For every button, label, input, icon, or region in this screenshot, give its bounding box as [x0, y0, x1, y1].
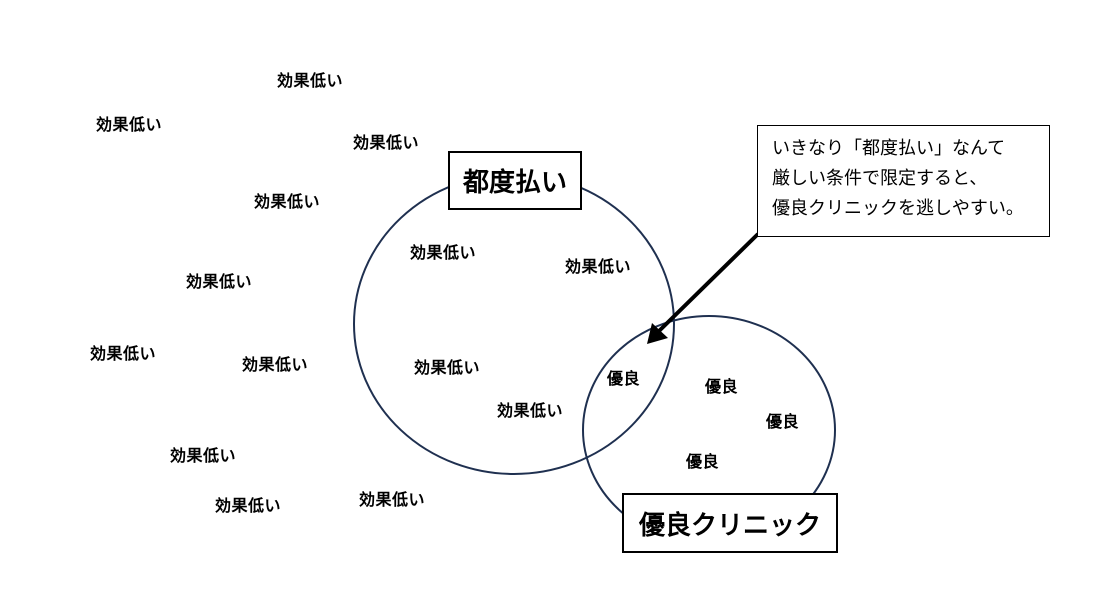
- low-effect-label: 効果低い: [497, 401, 564, 420]
- tsudo-barai-label: 都度払い: [448, 151, 582, 210]
- excellent-label: 優良: [607, 369, 641, 388]
- low-effect-label: 効果低い: [170, 446, 237, 465]
- low-effect-label: 効果低い: [186, 272, 253, 291]
- low-effect-label: 効果低い: [410, 243, 477, 262]
- excellent-label: 優良: [705, 377, 739, 396]
- callout-arrow-line: [656, 232, 760, 334]
- excellent-label: 優良: [766, 412, 800, 431]
- yuryo-clinic-label: 優良クリニック: [622, 493, 838, 553]
- low-effect-label: 効果低い: [414, 358, 481, 377]
- low-effect-label: 効果低い: [90, 344, 157, 363]
- low-effect-label: 効果低い: [353, 133, 420, 152]
- low-effect-label: 効果低い: [359, 490, 426, 509]
- tsudo-circle: [353, 173, 675, 475]
- low-effect-label: 効果低い: [242, 355, 309, 374]
- callout-line: 厳しい条件で限定すると、: [772, 168, 988, 189]
- callout-line: 優良クリニックを逃しやすい。: [772, 198, 1024, 219]
- low-effect-label: 効果低い: [96, 115, 163, 134]
- low-effect-label: 効果低い: [254, 192, 321, 211]
- low-effect-label: 効果低い: [565, 257, 632, 276]
- callout-arrow-head: [647, 323, 668, 344]
- low-effect-label: 効果低い: [215, 496, 282, 515]
- excellent-label: 優良: [686, 452, 720, 471]
- callout-line: いきなり「都度払い」なんて: [772, 138, 1006, 159]
- low-effect-label: 効果低い: [277, 71, 344, 90]
- callout-box: いきなり「都度払い」なんて 厳しい条件で限定すると、 優良クリニックを逃しやすい…: [757, 125, 1050, 237]
